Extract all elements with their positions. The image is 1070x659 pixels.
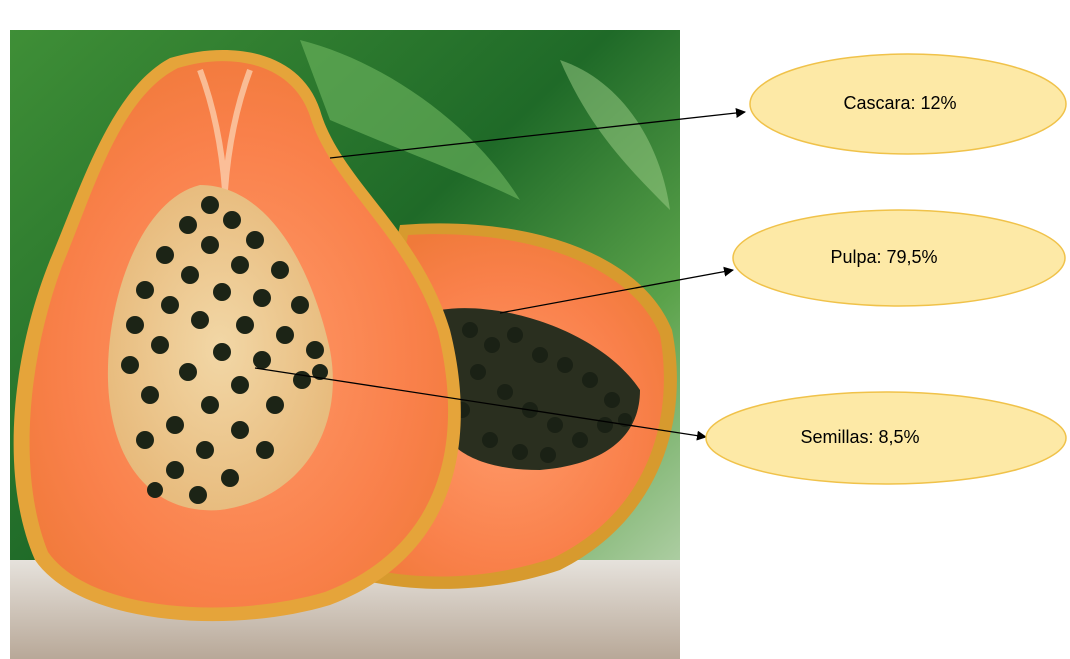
- callout-label-pulpa: Pulpa: 79,5%: [830, 247, 937, 267]
- callout-pulpa: Pulpa: 79,5%: [733, 210, 1065, 306]
- papaya-photo: [10, 30, 680, 659]
- callout-label-semillas: Semillas: 8,5%: [800, 427, 919, 447]
- callout-semillas: Semillas: 8,5%: [706, 392, 1066, 484]
- callout-cascara: Cascara: 12%: [750, 54, 1066, 154]
- callout-label-cascara: Cascara: 12%: [843, 93, 956, 113]
